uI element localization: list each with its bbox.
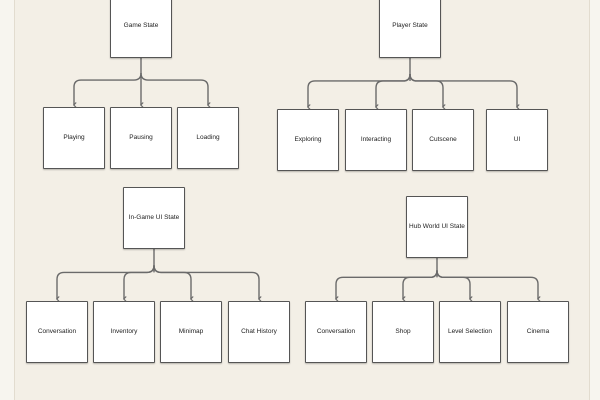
inventory-node[interactable]: Inventory [93, 301, 155, 363]
in-game-ui-state-label: In-Game UI State [128, 214, 180, 222]
hub-conversation-node[interactable]: Conversation [305, 301, 367, 363]
cutscene-node[interactable]: Cutscene [412, 109, 474, 171]
playing-node[interactable]: Playing [43, 107, 105, 169]
exploring-node[interactable]: Exploring [277, 109, 339, 171]
chat-history-node[interactable]: Chat History [228, 301, 290, 363]
minimap-node[interactable]: Minimap [160, 301, 222, 363]
connector-arrow [401, 270, 438, 302]
connector-arrow [72, 73, 142, 108]
loading-label: Loading [196, 134, 220, 142]
cinema-node[interactable]: Cinema [507, 301, 569, 363]
interacting-label: Interacting [360, 136, 392, 144]
connector-arrow [306, 73, 411, 110]
connector-arrow [409, 73, 520, 110]
player-state-node[interactable]: Player State [379, 0, 441, 58]
connector-arrow [334, 270, 438, 302]
conversation-label: Conversation [37, 328, 77, 336]
connector-arrow [409, 73, 446, 110]
ui-node[interactable]: UI [486, 109, 548, 171]
connector-arrow [153, 265, 194, 302]
loading-node[interactable]: Loading [177, 107, 239, 169]
pausing-node[interactable]: Pausing [110, 107, 172, 169]
level-selection-node[interactable]: Level Selection [439, 301, 501, 363]
level-selection-label: Level Selection [447, 328, 493, 336]
connector-arrow [436, 270, 473, 302]
ui-label: UI [513, 136, 521, 144]
connector-arrow [436, 270, 541, 302]
player-state-label: Player State [392, 22, 428, 30]
exploring-label: Exploring [294, 136, 322, 144]
pausing-label: Pausing [129, 134, 153, 142]
connector-arrow [122, 265, 155, 302]
shop-label: Shop [395, 328, 411, 336]
connector-arrow [55, 265, 155, 302]
playing-label: Playing [63, 134, 85, 142]
cutscene-label: Cutscene [429, 136, 457, 144]
minimap-label: Minimap [178, 328, 204, 336]
hub-conversation-label: Conversation [316, 328, 356, 336]
cinema-label: Cinema [526, 328, 550, 336]
chat-history-label: Chat History [241, 328, 277, 336]
inventory-label: Inventory [110, 328, 138, 336]
in-game-ui-state-node[interactable]: In-Game UI State [123, 187, 185, 249]
game-state-node[interactable]: Game State [110, 0, 172, 58]
connector-arrow [374, 73, 411, 110]
game-state-label: Game State [123, 22, 159, 30]
conversation-node[interactable]: Conversation [26, 301, 88, 363]
hub-world-ui-state-node[interactable]: Hub World UI State [406, 196, 468, 258]
interacting-node[interactable]: Interacting [345, 109, 407, 171]
hub-world-ui-state-label: Hub World UI State [409, 223, 465, 231]
connector-arrow [140, 73, 211, 108]
connector-arrow [153, 265, 262, 302]
shop-node[interactable]: Shop [372, 301, 434, 363]
